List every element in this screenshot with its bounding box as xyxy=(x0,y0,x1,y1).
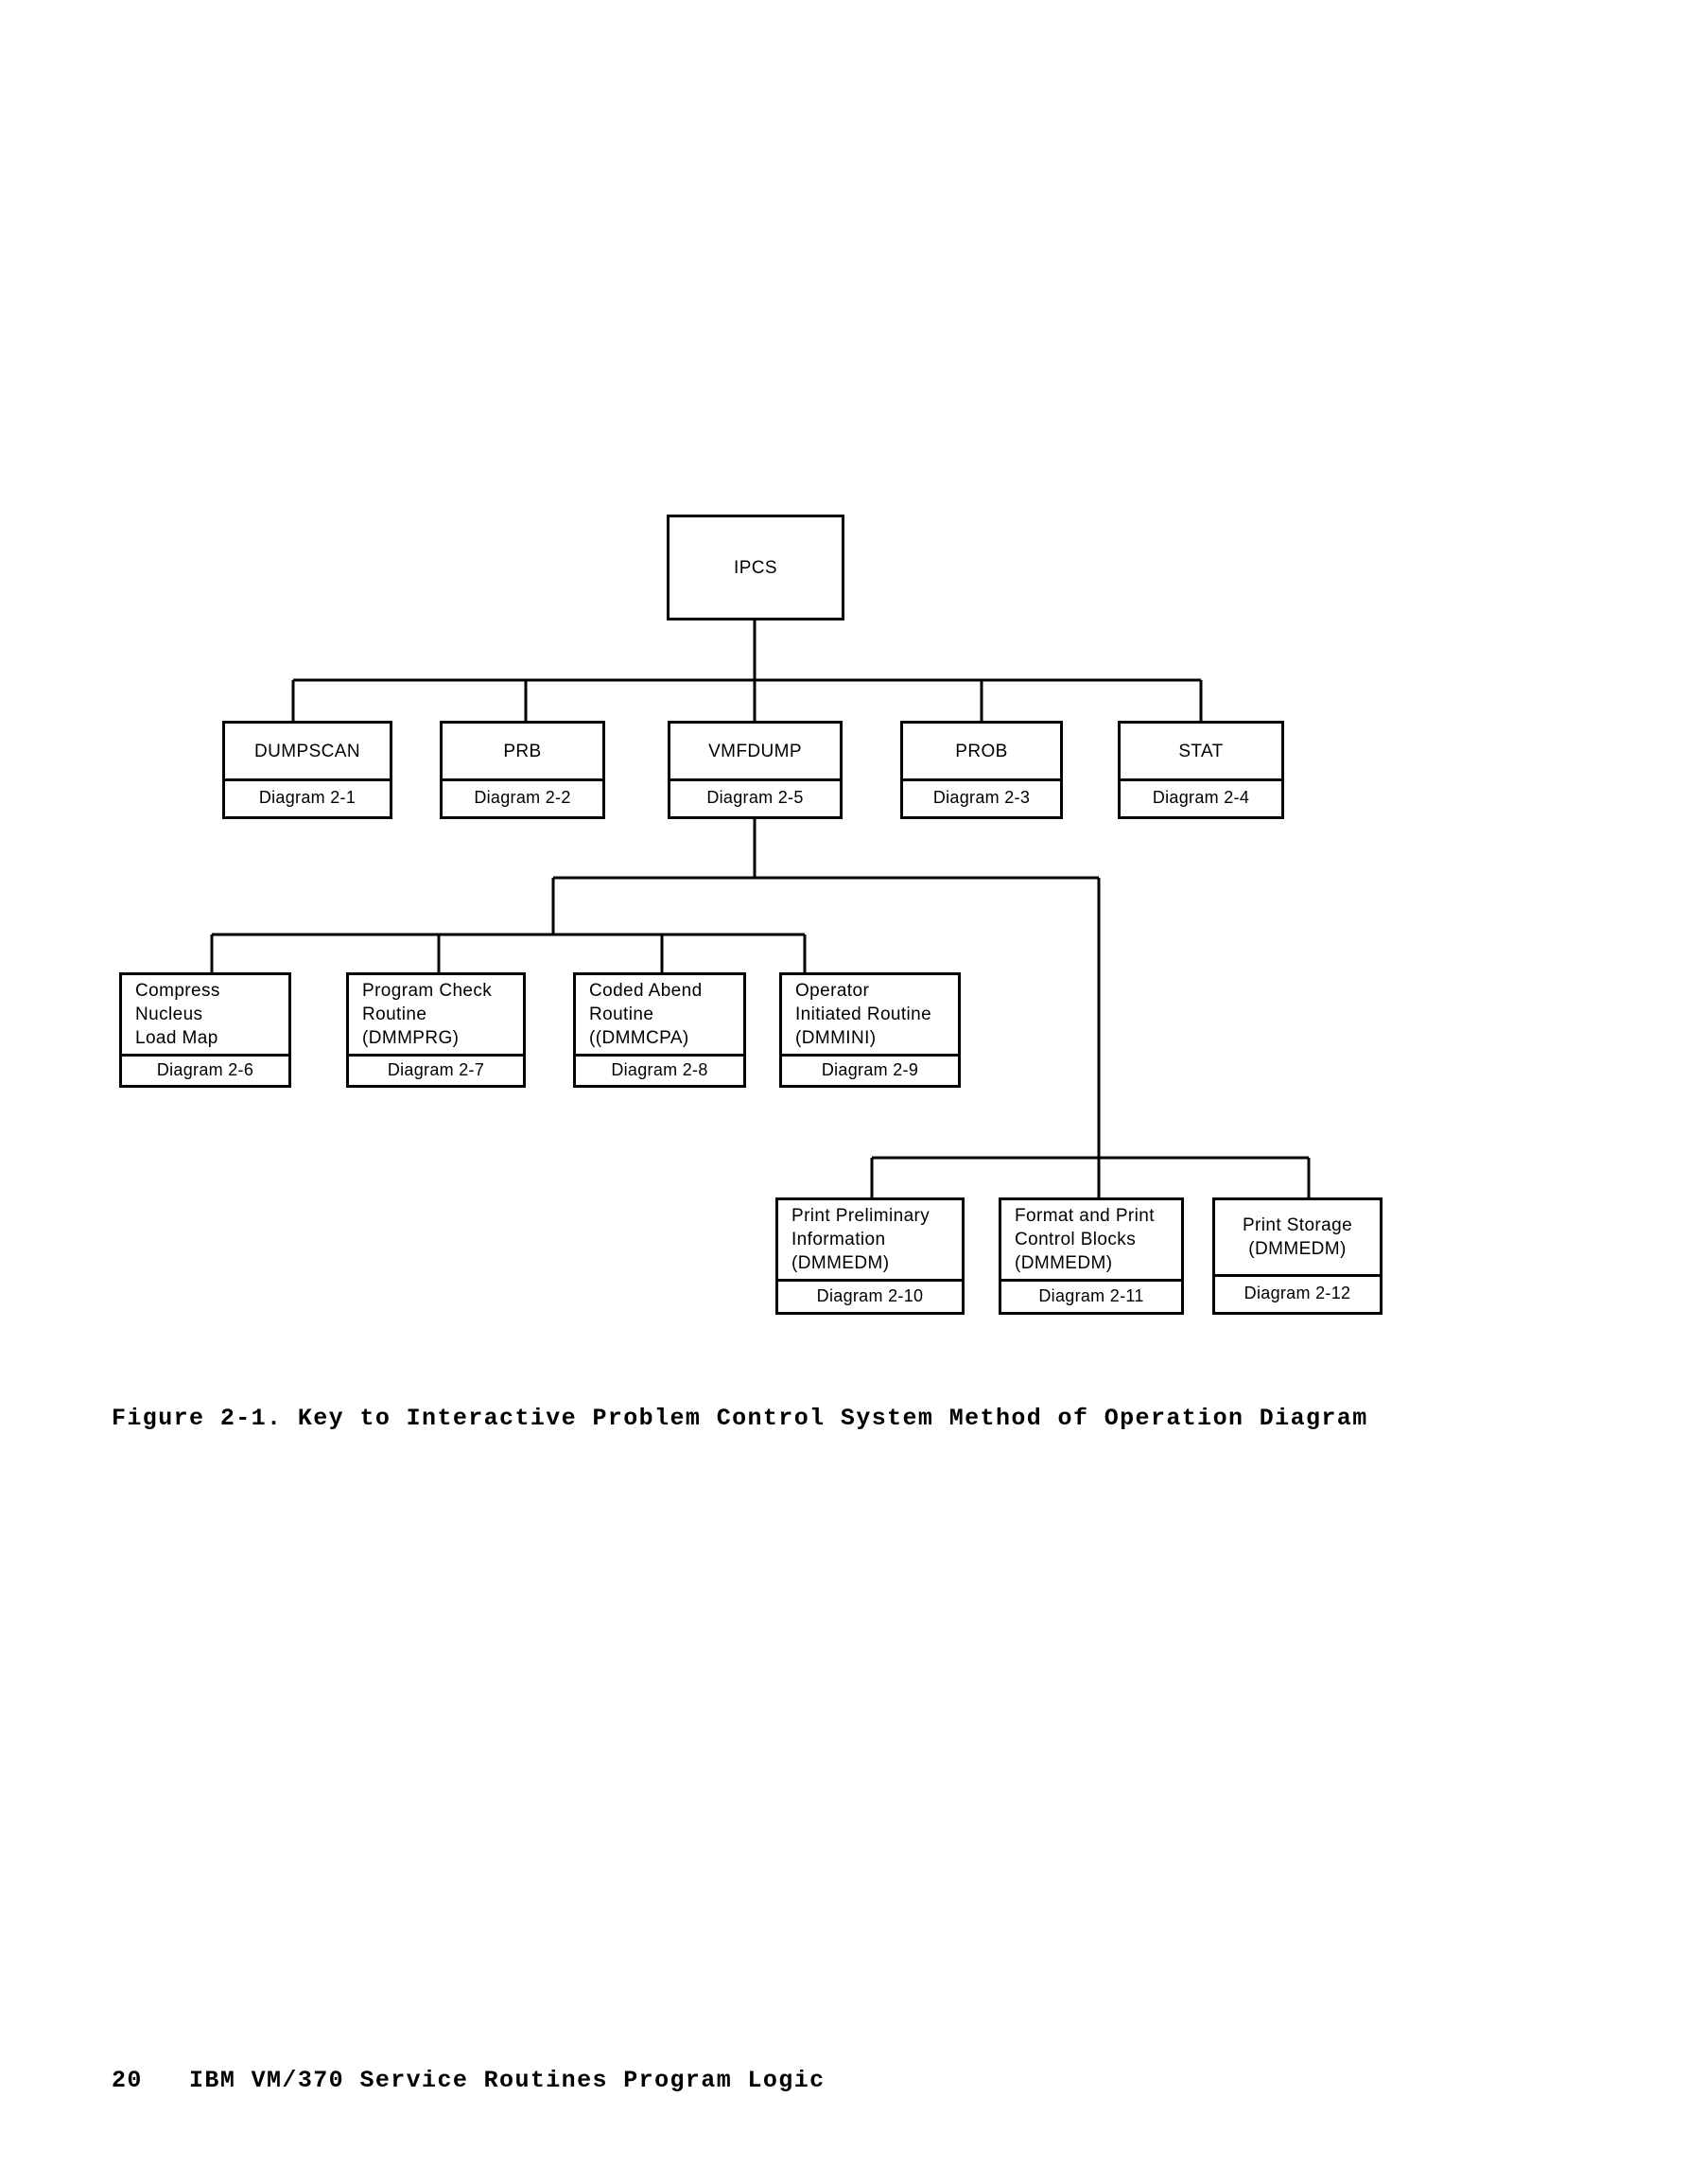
node-coded-abend-routine-reference-text: Diagram 2-8 xyxy=(611,1059,708,1079)
node-stat-reference-text: Diagram 2-4 xyxy=(1152,788,1250,807)
node-print-storage-reference-text: Diagram 2-12 xyxy=(1244,1284,1351,1302)
node-ipcs[interactable]: IPCS xyxy=(667,515,844,620)
node-prob[interactable]: PROB Diagram 2-3 xyxy=(900,721,1063,819)
node-stat[interactable]: STAT Diagram 2-4 xyxy=(1118,721,1284,819)
node-vmfdump-title: VMFDUMP xyxy=(708,741,802,761)
node-program-check-routine-reference-text: Diagram 2-7 xyxy=(387,1059,485,1079)
node-prb-reference: Diagram 2-2 xyxy=(443,778,602,816)
node-compress-nucleus-load-map-reference-text: Diagram 2-6 xyxy=(156,1059,254,1079)
node-coded-abend-routine-reference: Diagram 2-8 xyxy=(576,1054,743,1085)
node-print-storage[interactable]: Print Storage(DMMEDM) Diagram 2-12 xyxy=(1212,1197,1383,1315)
node-format-and-print-control-blocks-reference: Diagram 2-11 xyxy=(1001,1279,1181,1312)
page-footer: 20 IBM VM/370 Service Routines Program L… xyxy=(112,2067,826,2094)
node-vmfdump-reference-text: Diagram 2-5 xyxy=(706,788,804,807)
node-prb-title: PRB xyxy=(503,741,542,761)
node-vmfdump-reference: Diagram 2-5 xyxy=(670,778,840,816)
node-stat-title: STAT xyxy=(1178,741,1224,761)
node-compress-nucleus-load-map-reference: Diagram 2-6 xyxy=(122,1054,288,1085)
node-stat-reference: Diagram 2-4 xyxy=(1121,778,1281,816)
node-ipcs-title: IPCS xyxy=(734,557,777,578)
node-format-and-print-control-blocks-reference-text: Diagram 2-11 xyxy=(1038,1285,1144,1305)
node-operator-initiated-routine-reference-text: Diagram 2-9 xyxy=(821,1059,919,1079)
node-prob-reference-text: Diagram 2-3 xyxy=(932,788,1031,807)
node-print-storage-title: Print Storage(DMMEDM) xyxy=(1242,1215,1353,1259)
node-print-preliminary-information-reference-text: Diagram 2-10 xyxy=(816,1285,924,1305)
figure-caption: Figure 2-1. Key to Interactive Problem C… xyxy=(112,1405,1368,1432)
node-dumpscan-reference-text: Diagram 2-1 xyxy=(258,788,357,807)
node-prob-reference: Diagram 2-3 xyxy=(903,778,1060,816)
node-dumpscan[interactable]: DUMPSCAN Diagram 2-1 xyxy=(222,721,392,819)
node-prob-title: PROB xyxy=(955,741,1008,761)
node-dumpscan-title: DUMPSCAN xyxy=(254,741,360,761)
node-dumpscan-reference: Diagram 2-1 xyxy=(225,778,390,816)
node-prb-reference-text: Diagram 2-2 xyxy=(474,788,571,807)
node-print-preliminary-information-reference: Diagram 2-10 xyxy=(778,1279,962,1312)
node-operator-initiated-routine-reference: Diagram 2-9 xyxy=(782,1054,958,1085)
node-program-check-routine-reference: Diagram 2-7 xyxy=(349,1054,523,1085)
node-print-storage-reference: Diagram 2-12 xyxy=(1215,1274,1380,1312)
node-vmfdump[interactable]: VMFDUMP Diagram 2-5 xyxy=(668,721,843,819)
node-prb[interactable]: PRB Diagram 2-2 xyxy=(440,721,605,819)
